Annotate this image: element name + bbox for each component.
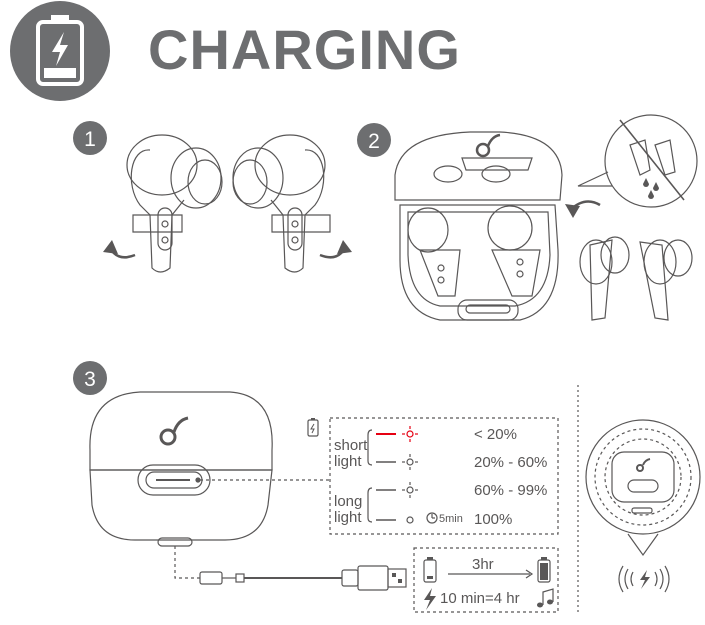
case-logo-icon: [159, 416, 189, 446]
remove-arrow-left: [103, 240, 136, 259]
level-label-2: 20% - 60%: [474, 454, 548, 471]
music-note-icon: [537, 588, 554, 608]
usb-cable-icon: [174, 546, 407, 591]
level-label-3: 60% - 99%: [474, 482, 548, 499]
logo-icon: [475, 133, 501, 158]
full-charge-time: 3hr: [472, 556, 494, 573]
led-white-icon: [402, 482, 418, 498]
left-earbud: [126, 134, 223, 273]
no-water-callout: [577, 114, 698, 208]
charging-time-box: [413, 547, 559, 613]
led-off-icon: [406, 516, 414, 524]
lightning-icon: [424, 588, 436, 610]
battery-status-icon: [307, 418, 319, 437]
step-number-2: 2: [368, 130, 380, 153]
earbuds-pair: [579, 236, 693, 321]
open-charging-case: [394, 131, 563, 321]
wireless-charging-pad: [585, 419, 701, 557]
led-white-icon: [402, 454, 418, 470]
quick-charge-time: 10 min=4 hr: [440, 590, 520, 607]
step-number-1: 1: [84, 128, 96, 151]
page-title: CHARGING: [148, 18, 461, 81]
level-label-4: 100%: [474, 511, 513, 528]
step-badge-3: [73, 361, 107, 395]
step-badge-2: [357, 123, 391, 157]
right-earbud: [232, 134, 331, 273]
closed-charging-case: [89, 391, 273, 547]
led-red-icon: [402, 426, 418, 442]
step-number-3: 3: [84, 368, 96, 391]
battery-empty-icon: [423, 557, 437, 583]
timer-label: 5min: [439, 513, 463, 525]
long-light-label: long light: [334, 493, 363, 526]
timer-icon: [426, 512, 438, 524]
level-label-1: < 20%: [474, 426, 517, 443]
step-badge-1: [73, 121, 107, 155]
remove-arrow-right: [319, 240, 352, 259]
indicator-box: [329, 417, 559, 535]
short-light-label: short light: [334, 437, 368, 470]
battery-full-icon: [537, 557, 551, 583]
battery-charging-icon: [10, 1, 110, 101]
insert-arrow: [565, 200, 601, 218]
wireless-charging-icon: [618, 565, 670, 593]
